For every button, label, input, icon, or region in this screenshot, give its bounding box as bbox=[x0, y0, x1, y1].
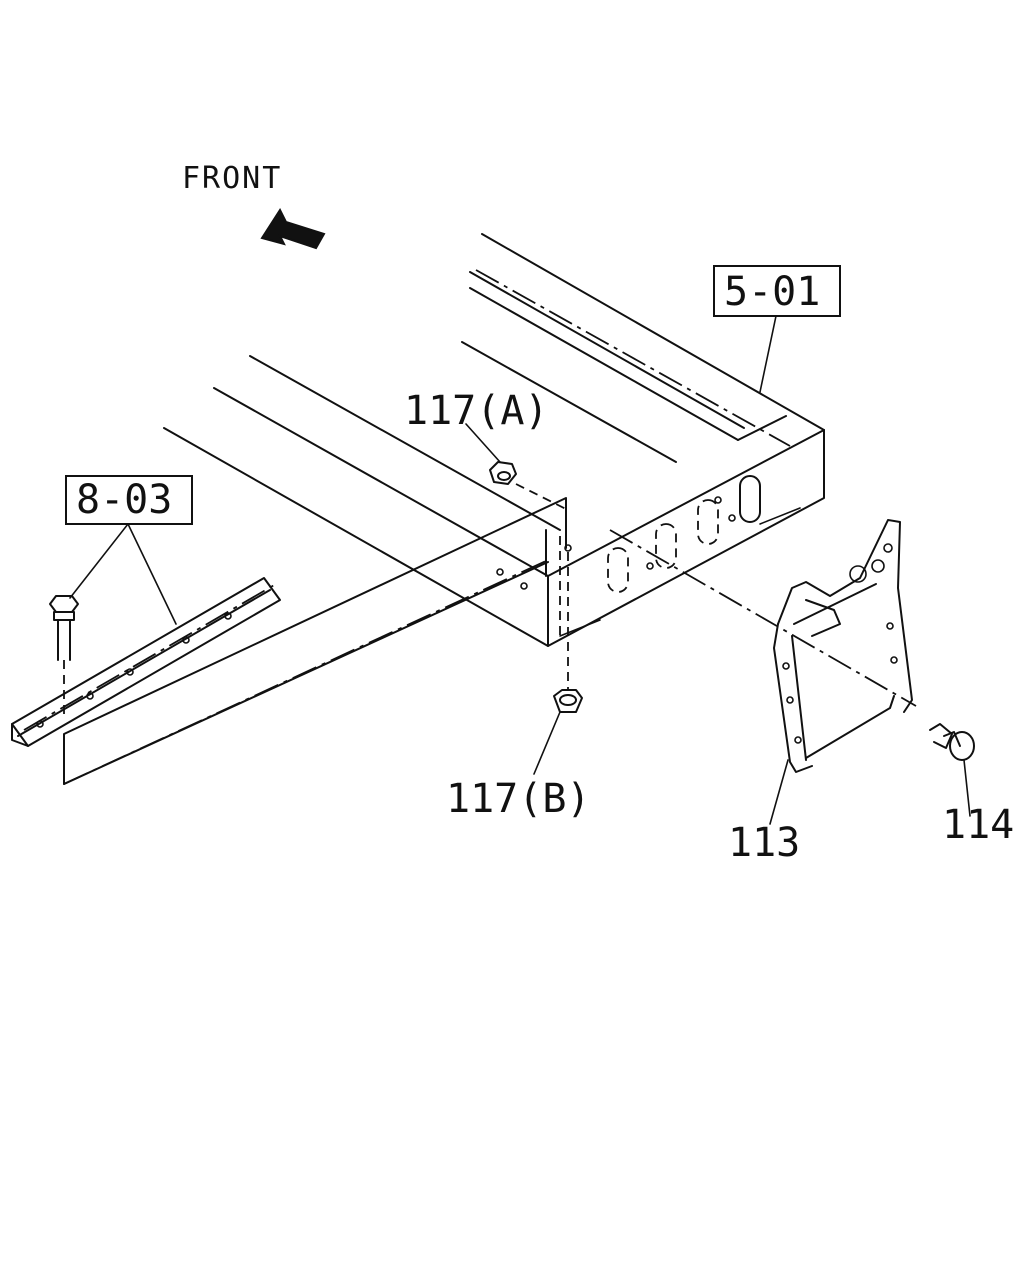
bolt-114: 114 bbox=[929, 723, 1014, 848]
reference-box-8-03: 8-03 bbox=[65, 475, 193, 625]
frame-rail bbox=[163, 233, 825, 647]
reference-box-5-01: 5-01 bbox=[713, 265, 841, 393]
callout-117b: 117(B) bbox=[446, 776, 591, 822]
reference-label-8-03: 8-03 bbox=[76, 477, 172, 523]
angle-bar bbox=[11, 577, 281, 747]
callout-114: 114 bbox=[942, 802, 1014, 848]
side-plate bbox=[63, 497, 567, 785]
nut-117a: 117(A) bbox=[404, 388, 569, 511]
reference-label-5-01: 5-01 bbox=[724, 269, 820, 315]
bracket-113: 113 bbox=[609, 519, 917, 866]
callout-117a: 117(A) bbox=[404, 388, 549, 434]
bolt bbox=[49, 595, 79, 716]
nut-117b: 117(B) bbox=[446, 552, 591, 822]
callout-113: 113 bbox=[728, 820, 800, 866]
front-label: FRONT bbox=[182, 161, 282, 196]
front-arrow-icon bbox=[260, 207, 326, 250]
